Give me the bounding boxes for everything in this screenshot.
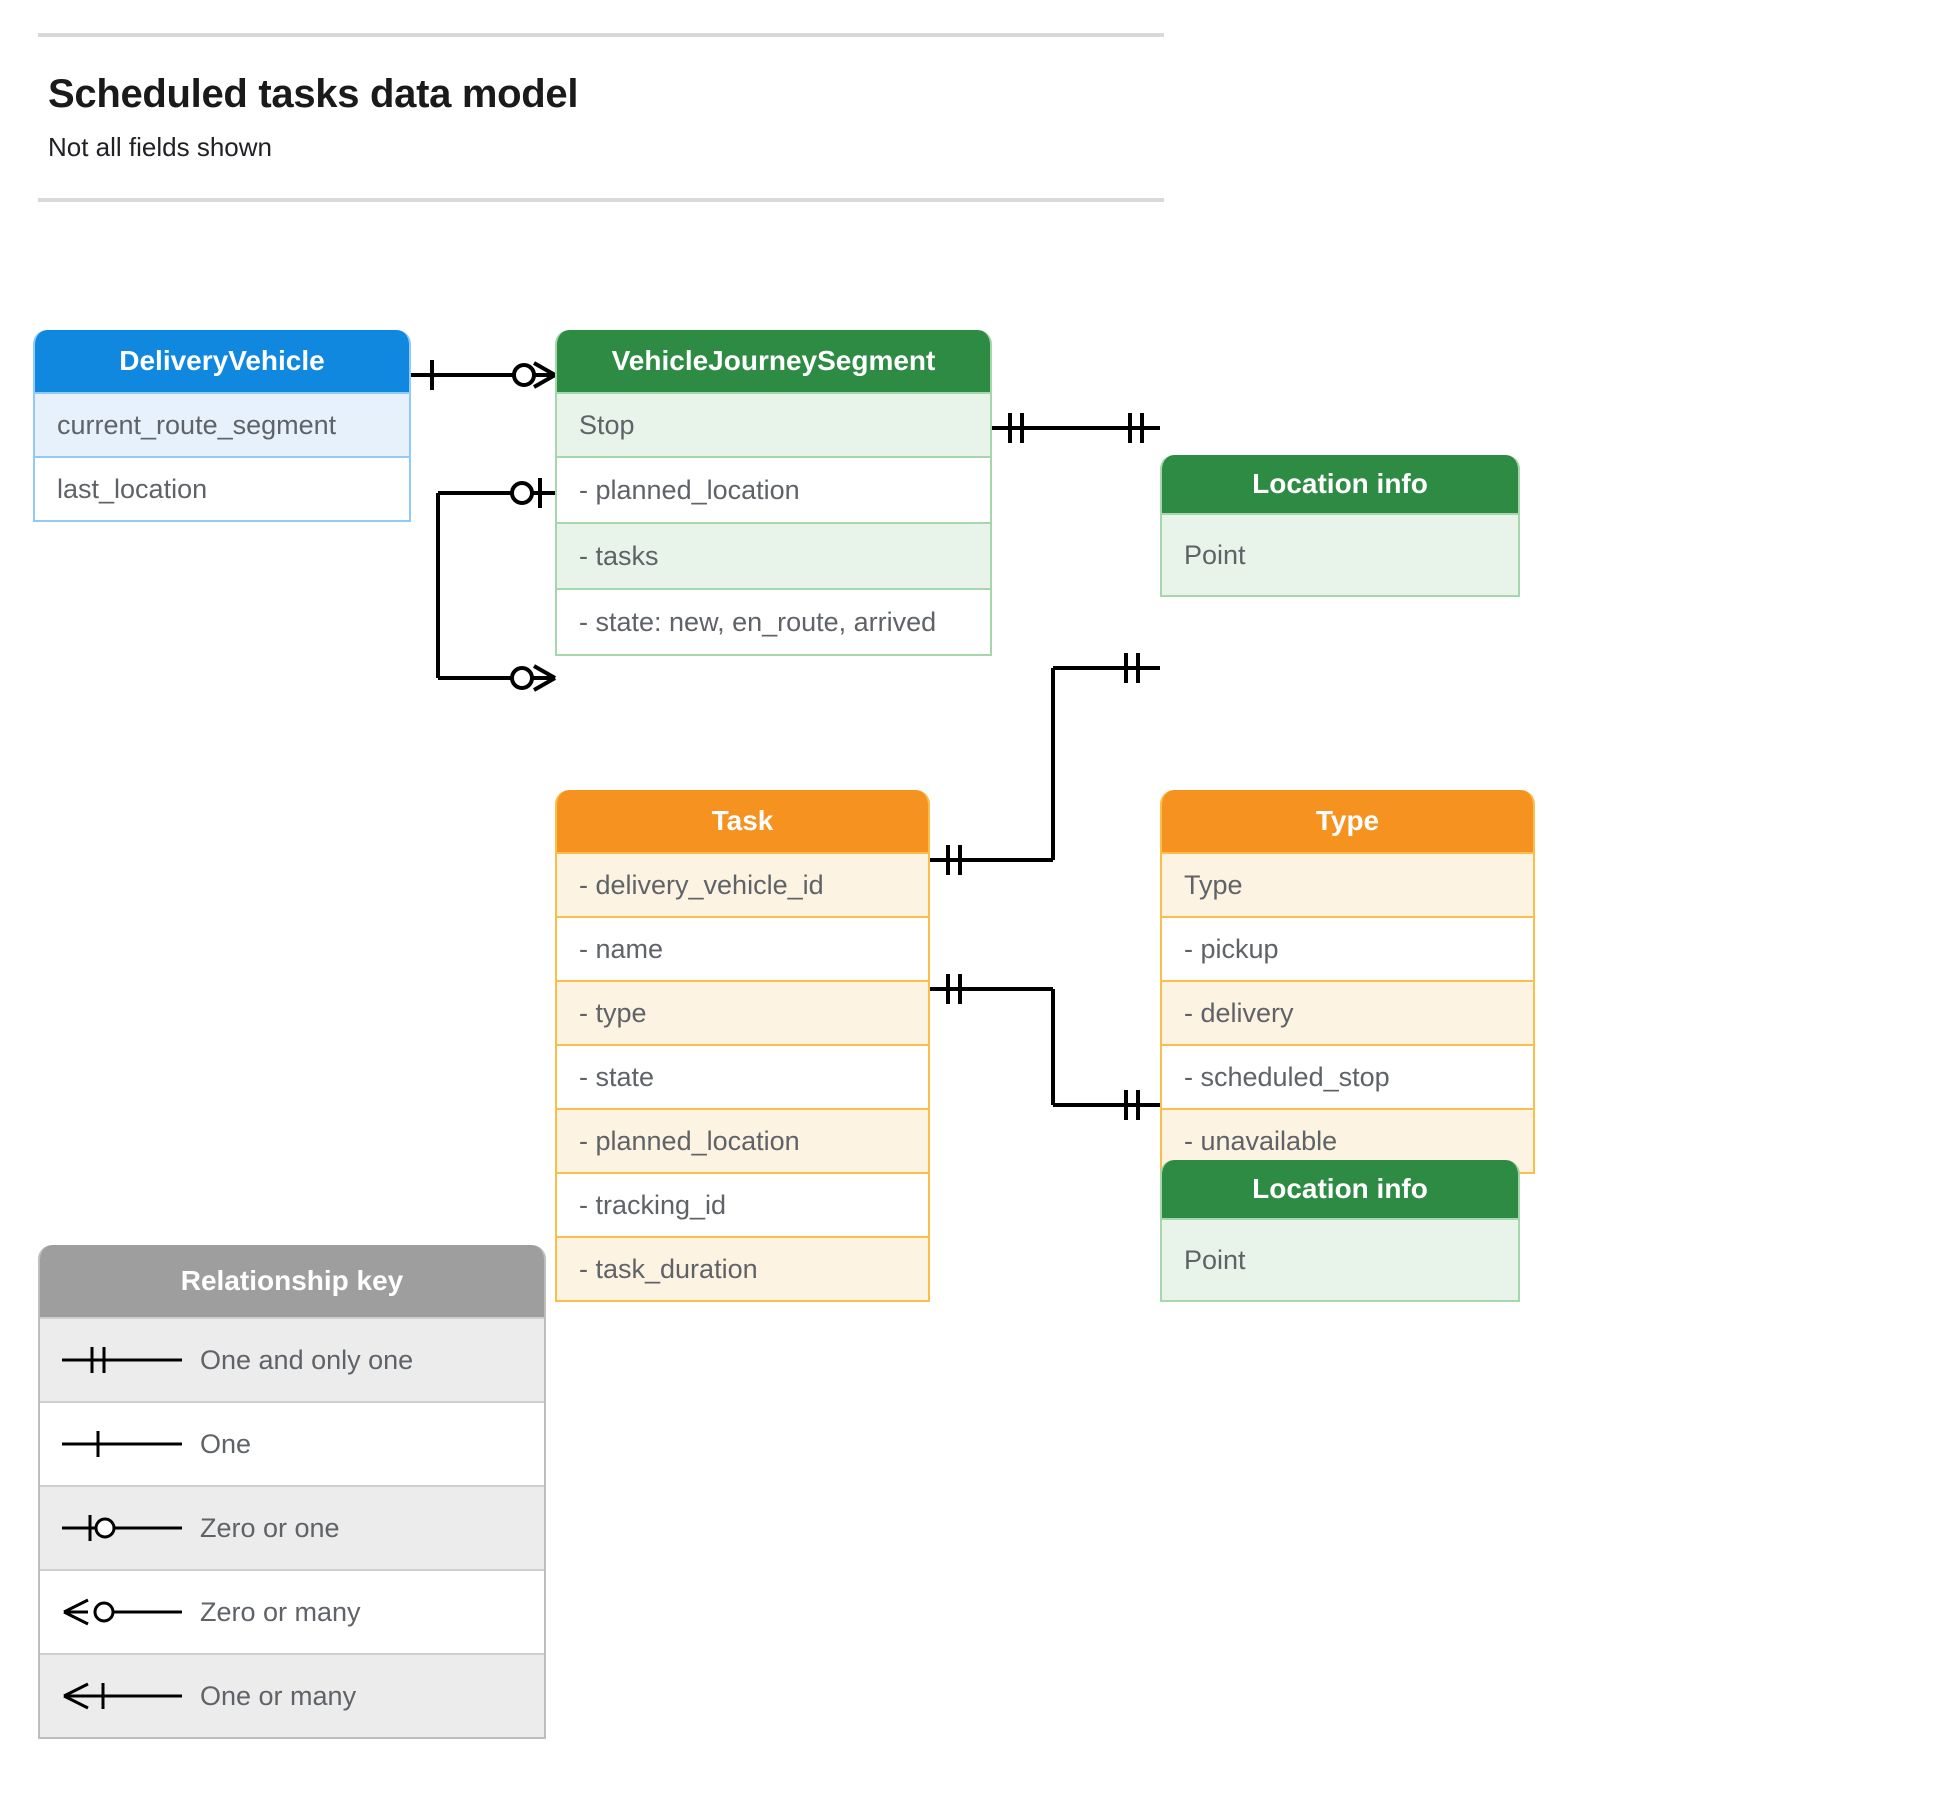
page-title: Scheduled tasks data model <box>48 72 579 116</box>
field-row: current_route_segment <box>35 392 409 456</box>
zero-or-one-icon <box>40 1508 200 1548</box>
field-row: Point <box>1162 1218 1518 1300</box>
field-row: - state <box>557 1044 928 1108</box>
field-row: Point <box>1162 513 1518 595</box>
field-row: - task_duration <box>557 1236 928 1300</box>
legend-item-one: One <box>40 1401 544 1485</box>
legend-relationship-key[interactable]: Relationship key One and only one <box>38 1245 546 1739</box>
entity-location-info-bottom[interactable]: Location info Point <box>1160 1160 1520 1302</box>
legend-item-zero-or-many: Zero or many <box>40 1569 544 1653</box>
header-rule-top <box>38 33 1164 37</box>
field-row: - planned_location <box>557 456 990 522</box>
field-row: - type <box>557 980 928 1044</box>
legend-item-label: One <box>200 1428 252 1459</box>
entity-title-vehicle-journey-segment: VehicleJourneySegment <box>557 330 990 392</box>
field-row: - tracking_id <box>557 1172 928 1236</box>
field-row: - planned_location <box>557 1108 928 1172</box>
legend-title: Relationship key <box>40 1245 544 1317</box>
field-row: - tasks <box>557 522 990 588</box>
legend-item-label: Zero or many <box>200 1596 361 1627</box>
field-row: Stop <box>557 392 990 456</box>
entity-vehicle-journey-segment[interactable]: VehicleJourneySegment Stop - planned_loc… <box>555 330 992 656</box>
page-subtitle: Not all fields shown <box>48 132 272 162</box>
one-icon <box>40 1424 200 1464</box>
field-row: last_location <box>35 456 409 520</box>
header-rule-bottom <box>38 198 1164 202</box>
field-row: - name <box>557 916 928 980</box>
one-or-many-icon <box>40 1676 200 1716</box>
entity-title-type: Type <box>1162 790 1533 852</box>
entity-delivery-vehicle[interactable]: DeliveryVehicle current_route_segment la… <box>33 330 411 522</box>
legend-item-zero-or-one: Zero or one <box>40 1485 544 1569</box>
zero-or-many-icon <box>40 1592 200 1632</box>
one-and-only-one-icon <box>40 1340 200 1380</box>
field-row: - delivery_vehicle_id <box>557 852 928 916</box>
entity-title-location-info-bottom: Location info <box>1162 1160 1518 1218</box>
entity-task[interactable]: Task - delivery_vehicle_id - name - type… <box>555 790 930 1302</box>
entity-title-task: Task <box>557 790 928 852</box>
legend-item-label: One or many <box>200 1680 357 1711</box>
legend-item-label: Zero or one <box>200 1512 340 1543</box>
entity-title-location-info-top: Location info <box>1162 455 1518 513</box>
field-row: - scheduled_stop <box>1162 1044 1533 1108</box>
entity-location-info-top[interactable]: Location info Point <box>1160 455 1520 597</box>
field-row: - delivery <box>1162 980 1533 1044</box>
legend-item-one-and-only-one: One and only one <box>40 1317 544 1401</box>
legend-item-one-or-many: One or many <box>40 1653 544 1737</box>
field-row: - state: new, en_route, arrived <box>557 588 990 654</box>
entity-type[interactable]: Type Type - pickup - delivery - schedule… <box>1160 790 1535 1174</box>
field-row: Type <box>1162 852 1533 916</box>
field-row: - pickup <box>1162 916 1533 980</box>
entity-title-delivery-vehicle: DeliveryVehicle <box>35 330 409 392</box>
legend-item-label: One and only one <box>200 1344 414 1375</box>
